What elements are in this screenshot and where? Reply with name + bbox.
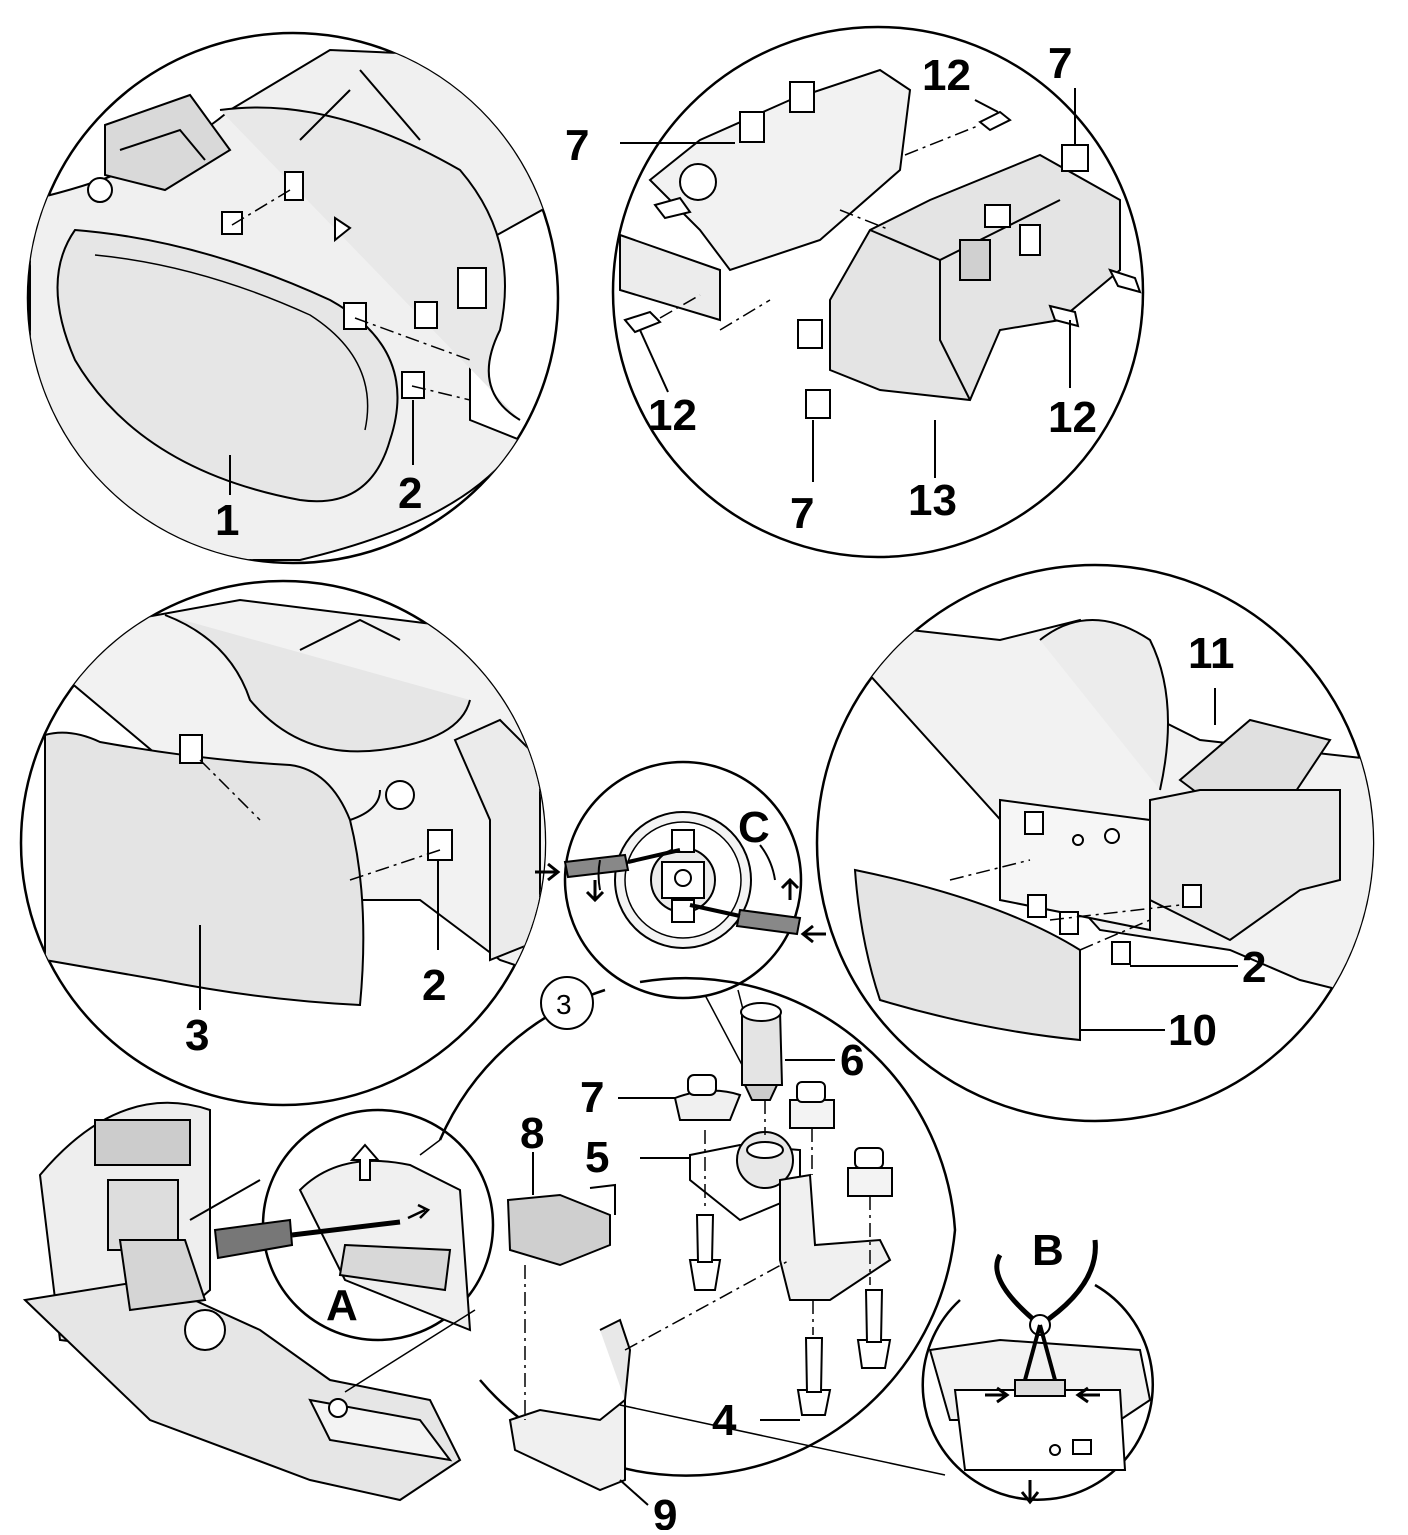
leader-12b [639,329,669,393]
detail-circle-C-lock: C [535,760,826,1096]
label-12-left: 12 [648,391,697,440]
label-2-mid: 2 [422,961,446,1010]
label-7-left: 7 [565,121,589,170]
leader-9 [619,1479,649,1506]
detail-circle-lock-assembly: 3 [438,976,957,1535]
label-3-circled: 3 [556,989,572,1020]
detail-circle-B-pliers: B [921,1226,1154,1505]
label-5: 5 [585,1133,609,1182]
label-B: B [1032,1226,1064,1275]
center-console-overview [22,1101,495,1502]
label-7-right: 7 [1048,39,1072,88]
connector-to-B [619,1404,946,1476]
label-4: 4 [712,1396,737,1445]
label-9: 9 [653,1491,677,1530]
detail-circle-glovebox-front: 1 2 [26,31,560,565]
label-2-right: 2 [1242,943,1266,992]
label-7-lock: 7 [580,1073,604,1122]
label-8: 8 [520,1109,544,1158]
label-12-top: 12 [922,51,971,100]
label-6: 6 [840,1036,864,1085]
label-3: 3 [185,1011,209,1060]
label-2-top: 2 [398,469,422,518]
leader-12a [974,99,999,113]
detail-circle-lid-10: 11 2 10 [815,563,1375,1123]
label-A: A [326,1281,358,1330]
detail-circle-lid-3: 3 2 [19,579,547,1107]
label-7-bottom: 7 [790,489,814,538]
detail-circle-bracket: 7 12 7 12 12 7 13 [565,25,1145,559]
label-1: 1 [215,496,239,545]
label-10: 10 [1168,1006,1217,1055]
label-13: 13 [908,476,957,525]
label-11: 11 [1188,629,1235,678]
label-12-right: 12 [1048,393,1097,442]
label-C: C [738,803,770,852]
